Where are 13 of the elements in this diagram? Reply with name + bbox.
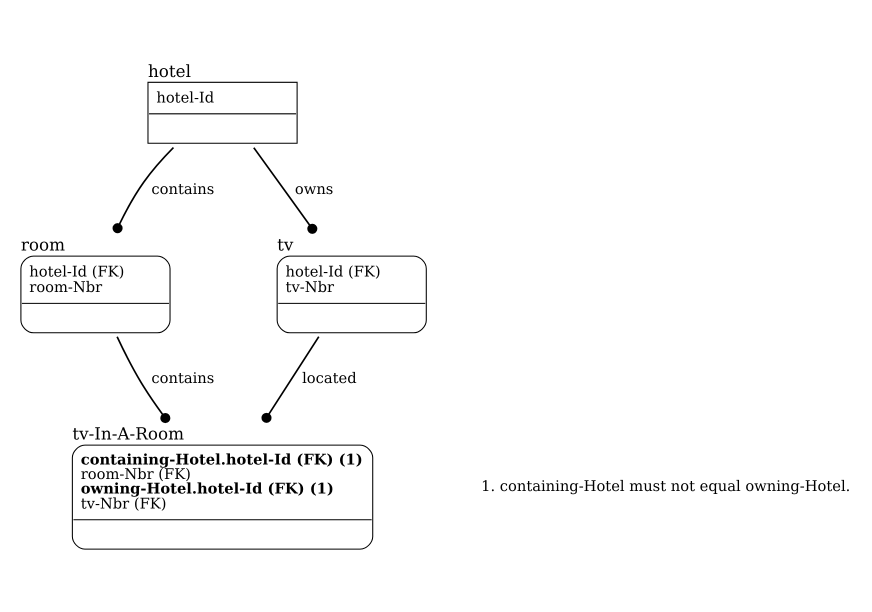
edge-label: contains: [151, 370, 214, 387]
connector: [112, 146, 174, 234]
connector: [261, 336, 320, 423]
node-label: tv: [277, 234, 294, 255]
node-label: hotel: [148, 60, 191, 81]
edge-label: contains: [151, 180, 214, 198]
connector: [253, 147, 318, 234]
label: 1. containing-Hotel must not equal owning-Hotel.: [481, 478, 850, 496]
edge-label: located: [302, 370, 357, 387]
node-label: room: [20, 234, 66, 255]
connector: [116, 336, 170, 424]
edge-label: owns: [294, 180, 334, 198]
node-label: tv-In-A-Room: [72, 424, 184, 444]
